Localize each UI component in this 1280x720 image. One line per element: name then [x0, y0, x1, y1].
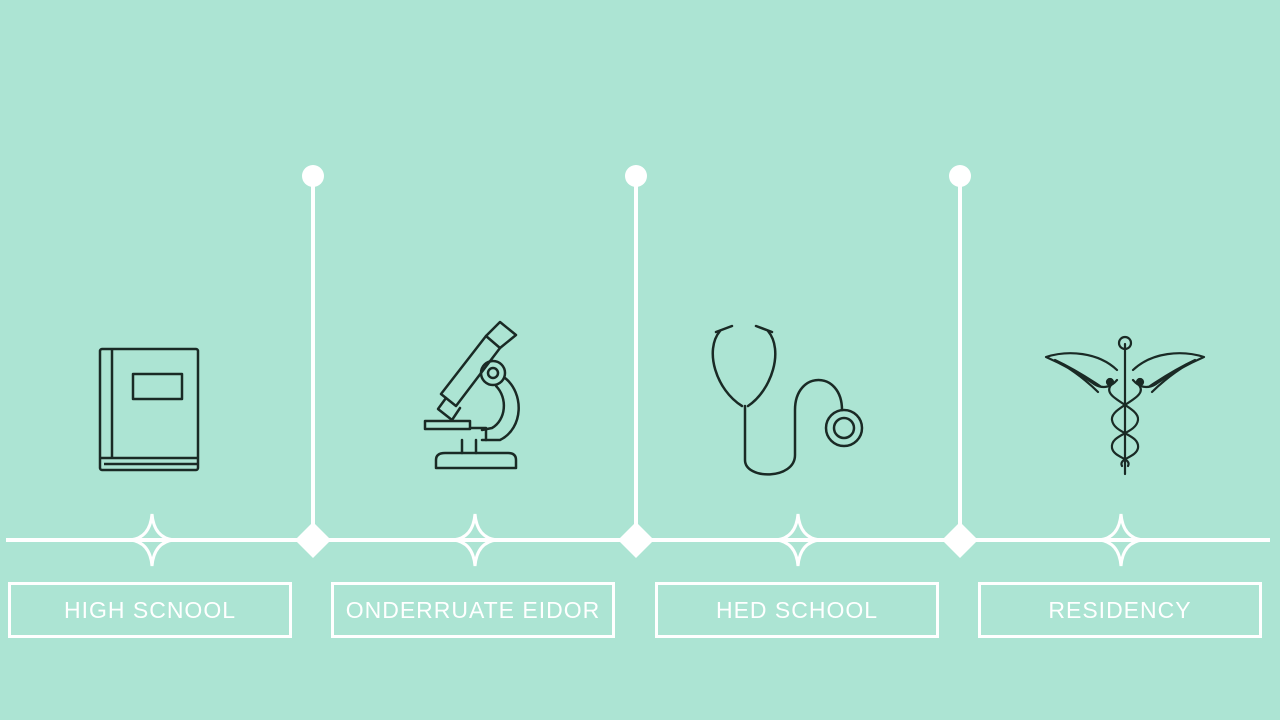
- stage-label-med-school: HED SCHOOL: [655, 582, 939, 638]
- divider-2: [618, 165, 654, 558]
- divider-dot: [302, 165, 324, 187]
- stage-label-residency: RESIDENCY: [978, 582, 1262, 638]
- stage-label-undergraduate: ONDERRUATE EIDOR: [331, 582, 615, 638]
- star-marker-3: [775, 513, 821, 567]
- star-marker-1: [129, 513, 175, 567]
- star-marker-2: [452, 513, 498, 567]
- book-icon: [98, 347, 200, 472]
- divider-1: [295, 165, 331, 558]
- caduceus-icon: [1044, 335, 1206, 476]
- stethoscope-icon: [711, 324, 864, 476]
- microscope-icon: [423, 320, 520, 470]
- divider-3: [942, 165, 978, 558]
- divider-diamond: [618, 522, 654, 558]
- star-marker-4: [1098, 513, 1144, 567]
- divider-dot: [625, 165, 647, 187]
- divider-dot: [949, 165, 971, 187]
- stage-label-high-school: HIGH SCNOOL: [8, 582, 292, 638]
- divider-diamond: [295, 522, 331, 558]
- divider-diamond: [942, 522, 978, 558]
